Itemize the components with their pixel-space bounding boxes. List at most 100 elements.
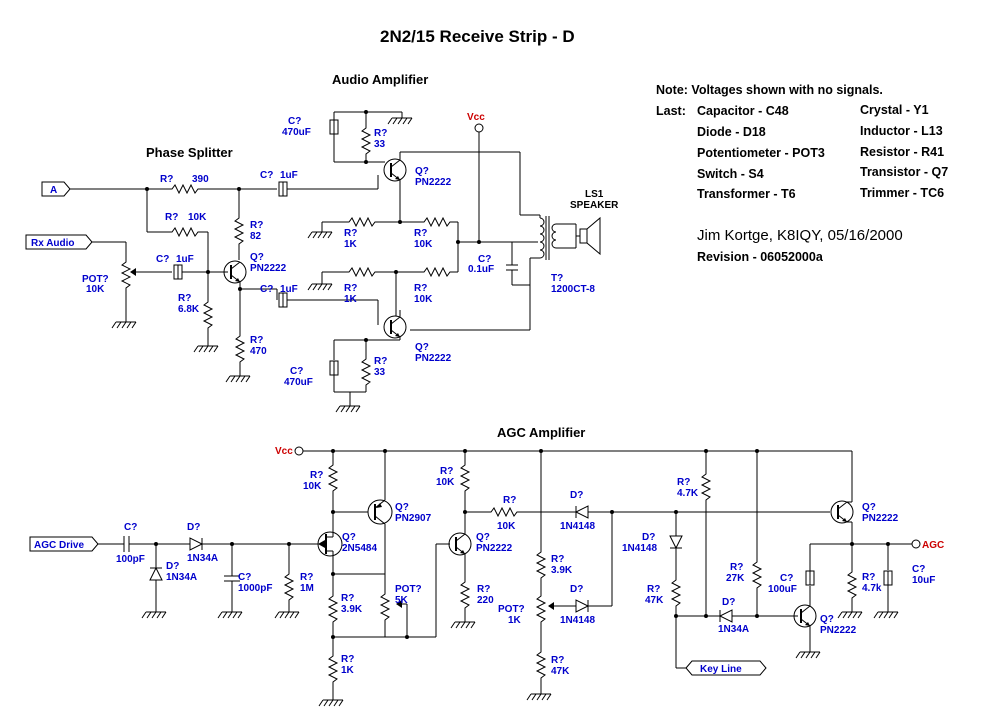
port-agc-drive[interactable]: AGC Drive <box>29 536 99 552</box>
transistor-pn2222-output <box>830 500 854 524</box>
svg-text:100pF: 100pF <box>116 554 145 565</box>
svg-text:POT?: POT? <box>498 604 525 615</box>
svg-text:1N4148: 1N4148 <box>622 543 657 554</box>
svg-text:10K: 10K <box>414 239 433 250</box>
revision-line: Revision - 06052000a <box>697 250 824 264</box>
pot-1k[interactable] <box>536 591 546 627</box>
ground-symbol <box>217 611 243 619</box>
svg-text:1N4148: 1N4148 <box>560 615 595 626</box>
svg-text:R?: R? <box>551 554 564 565</box>
pot-5k[interactable] <box>380 589 390 625</box>
diode-1n34a-key <box>718 609 733 623</box>
resistor-1k-jfet <box>328 651 338 687</box>
resistor-33-top <box>361 123 371 159</box>
svg-text:1uF: 1uF <box>280 170 298 181</box>
note-right-4: Trimmer - TC6 <box>860 186 944 200</box>
svg-text:PN2222: PN2222 <box>415 353 452 364</box>
svg-text:220: 220 <box>477 595 494 606</box>
svg-text:C?: C? <box>124 522 137 533</box>
svg-text:4.7K: 4.7K <box>677 488 699 499</box>
svg-text:Vcc: Vcc <box>275 446 293 457</box>
svg-text:R?: R? <box>165 212 178 223</box>
svg-text:D?: D? <box>642 532 655 543</box>
ground-symbol <box>318 699 344 707</box>
note-right-0: Crystal - Y1 <box>860 103 929 117</box>
svg-text:R?: R? <box>677 477 690 488</box>
svg-text:1M: 1M <box>300 583 314 594</box>
resistor-3-9k-divider <box>536 547 546 583</box>
resistor-10k-top <box>419 217 455 227</box>
port-a[interactable]: A <box>41 181 71 197</box>
svg-text:33: 33 <box>374 139 386 150</box>
svg-text:R?: R? <box>341 654 354 665</box>
svg-text:R?: R? <box>647 584 660 595</box>
audio-amplifier-label: Audio Amplifier <box>332 72 428 87</box>
svg-text:R?: R? <box>310 470 323 481</box>
svg-text:1N4148: 1N4148 <box>560 521 595 532</box>
svg-text:AGC Drive: AGC Drive <box>34 540 84 551</box>
svg-text:1K: 1K <box>341 665 355 676</box>
ground-symbol <box>274 611 300 619</box>
svg-text:R?: R? <box>551 655 564 666</box>
resistor-10k-feedback <box>167 227 203 237</box>
svg-text:1N34A: 1N34A <box>166 572 197 583</box>
svg-text:47K: 47K <box>645 595 664 606</box>
resistor-3-9k-jfet-source <box>328 591 338 627</box>
pot-10k-volume[interactable] <box>121 257 131 293</box>
svg-text:Key Line: Key Line <box>700 664 742 675</box>
resistor-4-7k-bias <box>701 469 711 505</box>
svg-text:4.7k: 4.7k <box>862 583 882 594</box>
svg-text:R?: R? <box>341 593 354 604</box>
resistor-4-7k-output <box>847 567 857 603</box>
cap-1uf-bottom <box>278 292 288 308</box>
svg-text:D?: D? <box>166 561 179 572</box>
ground-symbol <box>795 651 821 659</box>
svg-text:1000pF: 1000pF <box>238 583 272 594</box>
ground-symbol <box>387 117 413 125</box>
resistor-1m <box>284 569 294 605</box>
svg-text:Q?: Q? <box>476 532 490 543</box>
svg-text:R?: R? <box>440 466 453 477</box>
svg-text:R?: R? <box>374 356 387 367</box>
svg-text:5K: 5K <box>395 595 409 606</box>
svg-text:C?: C? <box>260 284 273 295</box>
svg-text:10K: 10K <box>497 521 516 532</box>
ground-symbol <box>225 375 251 383</box>
svg-text:470: 470 <box>250 346 267 357</box>
transistor-pn2222-top <box>383 158 407 182</box>
svg-text:C?: C? <box>288 116 301 127</box>
svg-text:PN2222: PN2222 <box>820 625 857 636</box>
ground-symbol <box>335 405 361 413</box>
transistor-pn2222-agc-mid <box>448 532 472 556</box>
vcc-terminal[interactable] <box>474 123 484 133</box>
svg-text:3.9K: 3.9K <box>551 565 573 576</box>
svg-text:0.1uF: 0.1uF <box>468 264 494 275</box>
svg-text:C?: C? <box>260 170 273 181</box>
svg-text:R?: R? <box>344 228 357 239</box>
transistor-pn2222-bottom <box>383 315 407 339</box>
svg-text:R?: R? <box>344 283 357 294</box>
ground-symbol <box>307 283 333 291</box>
schematic-title: 2N2/15 Receive Strip - D <box>380 27 575 46</box>
resistor-47k-divider <box>536 647 546 683</box>
resistor-47k-key <box>671 575 681 611</box>
svg-text:C?: C? <box>912 564 925 575</box>
svg-text:POT?: POT? <box>395 584 422 595</box>
resistor-6-8k <box>203 297 213 333</box>
svg-text:1N34A: 1N34A <box>718 624 749 635</box>
note-right-3: Transistor - Q7 <box>860 165 948 179</box>
port-rx-audio[interactable]: Rx Audio <box>25 234 93 250</box>
diode-1n4148-c <box>669 535 683 550</box>
diode-1n4148-a <box>574 505 589 519</box>
svg-text:82: 82 <box>250 231 262 242</box>
resistor-220 <box>460 577 470 613</box>
svg-text:10K: 10K <box>303 481 322 492</box>
svg-text:1K: 1K <box>344 239 358 250</box>
svg-text:R?: R? <box>477 584 490 595</box>
transformer-1200ct-8 <box>539 216 557 260</box>
port-key-line[interactable]: Key Line <box>685 660 767 676</box>
svg-text:PN2222: PN2222 <box>415 177 452 188</box>
vcc-terminal-agc[interactable] <box>294 446 304 456</box>
agc-output-terminal[interactable] <box>911 539 921 549</box>
